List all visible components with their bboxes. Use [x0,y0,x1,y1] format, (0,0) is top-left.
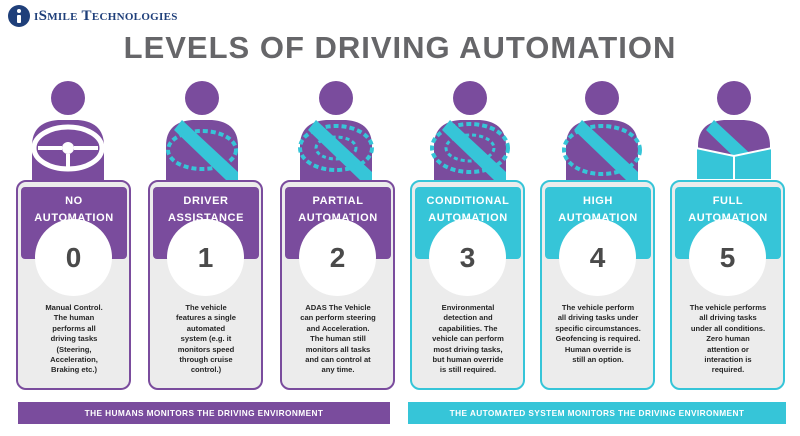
description-line: monitors all tasks [305,344,371,354]
driver-figure-level-0 [18,76,118,180]
page-title: LEVELS OF DRIVING AUTOMATION [123,30,677,65]
level-title-line1: FULL [712,195,744,207]
level-title: NO AUTOMATION [21,193,127,227]
description-line: monitors speed [177,344,235,354]
level-description: The vehicle features a single automated … [156,303,256,376]
level-number: 2 [299,219,376,296]
level-number: 1 [167,219,244,296]
level-title: CONDITIONAL AUTOMATION [415,193,521,227]
description-line: The vehicle performs [689,303,767,312]
human-monitoring-banner: THE HUMANS MONITORS THE DRIVING ENVIRONM… [18,402,390,424]
logo-text: iSmile Technologies [34,7,178,24]
description-line: Environmental [441,303,495,312]
level-card-5: FULL AUTOMATION 5 The vehicle performs a… [670,180,785,390]
level-title: PARTIAL AUTOMATION [285,193,391,227]
description-line: can perform steering [300,313,376,323]
level-title-line2: AUTOMATION [298,212,378,224]
level-description: Environmental detection and capabilities… [418,303,518,376]
level-title-line1: PARTIAL [312,195,364,207]
description-line: performs all [52,323,96,333]
driver-figure-level-1 [152,76,252,180]
description-line: detection and [443,313,493,323]
description-line: driving tasks [50,334,98,344]
description-line: all driving tasks under [557,313,639,323]
description-line: control.) [190,365,222,375]
level-title-line1: CONDITIONAL [426,195,510,207]
level-description: The vehicle perform all driving tasks un… [548,303,648,365]
description-line: most driving tasks, [433,344,503,354]
level-card-1: DRIVER ASSISTANCE 1 The vehicle features… [148,180,263,390]
level-title-line2: ASSISTANCE [167,212,245,224]
description-line: capabilities. The [438,323,498,333]
company-logo: iSmile Technologies [8,4,178,28]
driver-figure-level-3 [420,76,520,180]
description-line: (Steering, [56,344,92,354]
description-line: The human still [310,334,366,344]
level-title-line1: HIGH [583,195,613,207]
description-line: features a single [176,313,236,323]
description-line: through cruise [179,355,233,365]
description-line: Manual Control. [45,303,103,312]
description-line: and Acceleration. [306,323,370,333]
level-title-line2: AUTOMATION [558,212,638,224]
driver-figure-level-2 [286,76,386,180]
description-line: The human [53,313,95,323]
level-title-line1: NO [65,195,83,207]
description-line: The vehicle perform [561,303,635,312]
system-monitoring-banner: THE AUTOMATED SYSTEM MONITORS THE DRIVIN… [408,402,786,424]
description-line: vehicle can perform [432,334,504,344]
driver-figure-level-4 [552,76,652,180]
high-automation-icon [562,81,642,180]
logo-mark-icon [8,5,30,27]
description-line: all driving tasks [699,313,757,323]
level-title-line2: AUTOMATION [428,212,508,224]
level-title-line1: DRIVER [183,195,229,207]
level-title: HIGH AUTOMATION [545,193,651,227]
level-number: 5 [689,219,766,296]
description-line: but human override [432,355,504,365]
description-line: Geofencing is required. [555,334,641,344]
description-line: specific circumstances. [555,323,641,333]
level-number: 3 [429,219,506,296]
level-title-line2: AUTOMATION [34,212,114,224]
level-description: Manual Control. The human performs all d… [24,303,124,376]
description-line: ADAS The Vehicle [305,303,371,312]
description-line: The vehicle [185,303,227,312]
level-card-0: NO AUTOMATION 0 Manual Control. The huma… [16,180,131,390]
driver-no-automation-icon [31,81,105,180]
level-card-4: HIGH AUTOMATION 4 The vehicle perform al… [540,180,655,390]
description-line: system (e.g. it [180,334,232,344]
driver-assistance-icon [166,81,238,180]
description-line: required. [711,365,745,375]
description-line: still an option. [572,355,624,365]
reading-person-icon [695,81,773,180]
level-card-2: PARTIAL AUTOMATION 2 ADAS The Vehicle ca… [280,180,395,390]
level-description: The vehicle performs all driving tasks u… [678,303,778,376]
partial-automation-icon [298,81,374,180]
description-line: under all conditions. [690,323,766,333]
driver-figure-level-5 [684,76,784,180]
description-line: automated [186,323,226,333]
level-description: ADAS The Vehicle can perform steering an… [288,303,388,376]
description-line: any time. [321,365,355,375]
level-card-3: CONDITIONAL AUTOMATION 3 Environmental d… [410,180,525,390]
level-title-line2: AUTOMATION [688,212,768,224]
level-number: 0 [35,219,112,296]
description-line: Acceleration, [50,355,98,365]
description-line: Zero human [706,334,750,344]
description-line: Braking etc.) [51,365,97,375]
description-line: interaction is [704,355,752,365]
description-line: is still required. [439,365,497,375]
level-title: DRIVER ASSISTANCE [153,193,259,227]
description-line: Human override is [564,344,632,354]
description-line: and can control at [305,355,371,365]
level-number: 4 [559,219,636,296]
description-line: attention or [707,344,749,354]
level-title: FULL AUTOMATION [675,193,781,227]
conditional-automation-icon [430,81,510,180]
